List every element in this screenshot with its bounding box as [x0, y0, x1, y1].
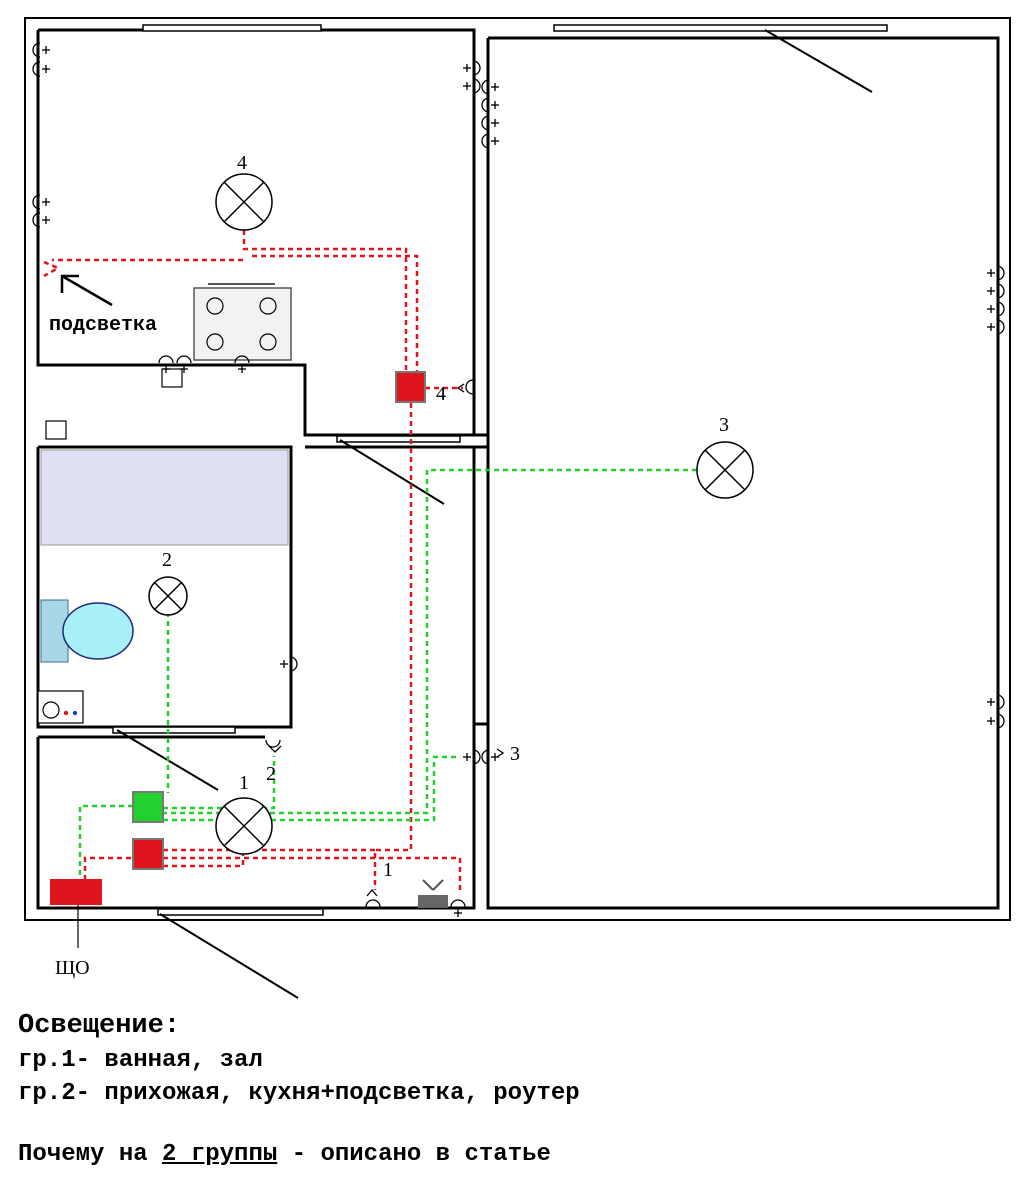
lamp-3-label: 3 — [719, 414, 729, 436]
note-suffix: - описано в статье — [277, 1141, 551, 1168]
doors — [112, 29, 873, 999]
kitchen-box — [161, 368, 183, 388]
switch-3 — [496, 748, 505, 758]
legend-group-1: гр.1- ванная, зал — [18, 1047, 263, 1074]
switch-1 — [365, 888, 381, 908]
switch-2-label: 2 — [266, 763, 276, 785]
lamp-3 — [696, 441, 754, 499]
switches — [265, 379, 505, 908]
lamp-4 — [215, 173, 273, 231]
distribution-panel — [50, 879, 102, 905]
hall-box — [45, 420, 67, 440]
junction-box-kitchen — [395, 371, 426, 403]
backlight-arrow — [60, 274, 113, 307]
stove — [193, 283, 292, 361]
note-prefix: Почему на — [18, 1141, 163, 1168]
backlight-label: подсветка — [49, 314, 157, 337]
switch-2 — [265, 739, 282, 753]
switch-3-label: 3 — [510, 743, 520, 765]
lamp-1 — [215, 797, 273, 855]
switch-4-label: 4 — [436, 383, 446, 405]
switch-4 — [456, 379, 474, 395]
legend-group-2: гр.2- прихожая, кухня+подсветка, роутер — [18, 1080, 580, 1107]
bathtub — [40, 449, 289, 546]
legend: Освещение: гр.1- ванная, зал гр.2- прихо… — [18, 1008, 580, 1171]
lamp-2-label: 2 — [162, 549, 172, 571]
floor-plan: 4 3 2 1 4 3 2 1 подсветка ЩО — [24, 17, 1011, 999]
lamp-1-label: 1 — [239, 772, 249, 794]
legend-title: Освещение: — [18, 1011, 181, 1041]
legend-note: Почему на 2 группы - описано в статье — [18, 1138, 580, 1171]
walls — [24, 17, 1011, 921]
router — [418, 879, 448, 908]
switch-1-label: 1 — [383, 859, 393, 881]
group-green-wiring — [78, 468, 697, 880]
windows — [142, 24, 888, 916]
junction-box-green — [132, 791, 164, 823]
panel-label: ЩО — [55, 957, 90, 979]
junction-box-red — [132, 838, 164, 870]
lamp-4-label: 4 — [237, 152, 247, 174]
toilet — [40, 599, 134, 663]
lamp-2 — [148, 576, 188, 616]
article-link[interactable]: 2 группы — [162, 1141, 278, 1168]
water-heater — [37, 690, 84, 724]
